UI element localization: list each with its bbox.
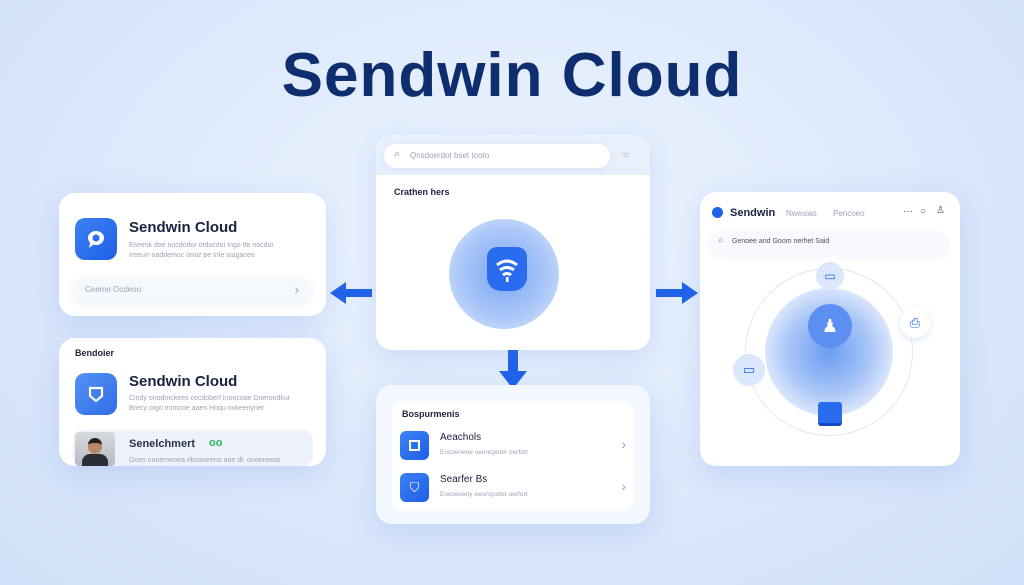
search-input[interactable]: ⌕ Qnsdoerdot bset tooto (384, 144, 610, 168)
components-panel: Bospurmenis Aeachols Encoeneoe oeoncpote… (376, 385, 650, 524)
app-desc-line1: Eseesk doe nocdodor otdocdoi Ingo tte no… (129, 242, 274, 249)
shield-icon (75, 373, 117, 415)
section-heading: Crathen hers (394, 187, 450, 197)
page-title: Sendwin Cloud (281, 41, 743, 110)
arrow-left-icon (330, 282, 372, 309)
monitor-icon[interactable]: ▭ (733, 354, 765, 386)
search-icon: ⌕ (718, 235, 724, 246)
app-card-sendwin[interactable]: Sendwin Cloud Eseesk doe nocdodor otdocd… (59, 193, 326, 316)
app-desc-line2: Ireeurr oaddemoc oroiz pe Inle ioagaceo (129, 252, 255, 259)
open-input[interactable]: Ceeme Ocdeoo › (73, 277, 311, 303)
status-badge: oo (209, 437, 223, 449)
search-placeholder: Qnsdoerdot bset tooto (410, 151, 490, 160)
app-card-sendwin-2[interactable]: Bendoier Sendwin Cloud Cindy onodmckees … (59, 338, 326, 466)
chevron-right-icon: › (621, 478, 626, 494)
search-input[interactable]: ⌕ Genoee and Goom nerhet Said (710, 232, 948, 254)
search-panel: ⌕ Qnsdoerdot bset tooto ≈ Crathen hers (376, 135, 650, 350)
search-icon: ⌕ (394, 148, 401, 160)
filter-icon[interactable]: ≈ (622, 147, 630, 162)
printer-icon[interactable]: ⎙ (900, 308, 930, 338)
nav-link[interactable]: Pencoeo (833, 209, 865, 218)
item-label: Aeachols (440, 432, 482, 443)
logo-icon (712, 207, 723, 218)
chevron-right-icon: › (621, 436, 626, 452)
user-name: Senelchmert (129, 438, 196, 450)
chat-bubble-icon (75, 218, 117, 260)
arrow-right-icon (656, 282, 698, 309)
user-icon[interactable]: ♙ (936, 205, 945, 216)
arrow-down-icon (499, 343, 527, 394)
app-name: Sendwin Cloud (129, 219, 238, 236)
app-desc-line2: Brecy orgo moncoe aaen Hoqu nvkeenyrier (129, 405, 265, 412)
item-desc: Encoeoeoy eeoncpoter oerfort (440, 491, 528, 498)
brand-name: Sendwin (730, 207, 776, 219)
square-icon (400, 431, 429, 460)
cloud-hub-icon: ♟ (808, 304, 852, 348)
monitor-icon[interactable]: ▭ (816, 262, 844, 290)
list-item[interactable]: ⛉ Searfer Bs Encoeoeoy eeoncpoter oerfor… (400, 473, 626, 507)
more-icon[interactable]: ··· (903, 206, 913, 217)
avatar (75, 432, 115, 466)
wifi-icon (487, 247, 527, 291)
section-heading: Bospurmenis (402, 409, 460, 419)
chevron-right-icon: › (294, 281, 299, 297)
network-panel: Sendwin Nwesiao Pencoeo ··· ○ ♙ ⌕ Genoee… (700, 192, 960, 466)
nav-link[interactable]: Nwesiao (786, 209, 817, 218)
device-icon: ⛉ (400, 473, 429, 502)
search-value: Genoee and Goom nerhet Said (732, 238, 830, 245)
user-row[interactable]: Senelchmert oo Ooes nuoerneoea ebosoeeno… (73, 430, 313, 466)
app-desc-line1: Cindy onodmckees cecdoberl Inoncoae Doer… (129, 395, 291, 402)
section-label: Bendoier (75, 348, 115, 358)
list-item[interactable]: Aeachols Encoeneoe oeoncpoter oerfort › (400, 431, 626, 465)
app-name: Sendwin Cloud (129, 373, 238, 390)
notification-icon[interactable]: ○ (920, 206, 927, 217)
input-placeholder: Ceeme Ocdeoo (85, 285, 142, 294)
user-desc: Ooes nuoerneoea ebosoeeno aoe dt. onoene… (129, 457, 281, 464)
wifi-shield-hub (449, 219, 559, 329)
item-desc: Encoeneoe oeoncpoter oerfort (440, 449, 528, 456)
server-icon[interactable] (818, 402, 842, 426)
item-label: Searfer Bs (440, 474, 488, 485)
